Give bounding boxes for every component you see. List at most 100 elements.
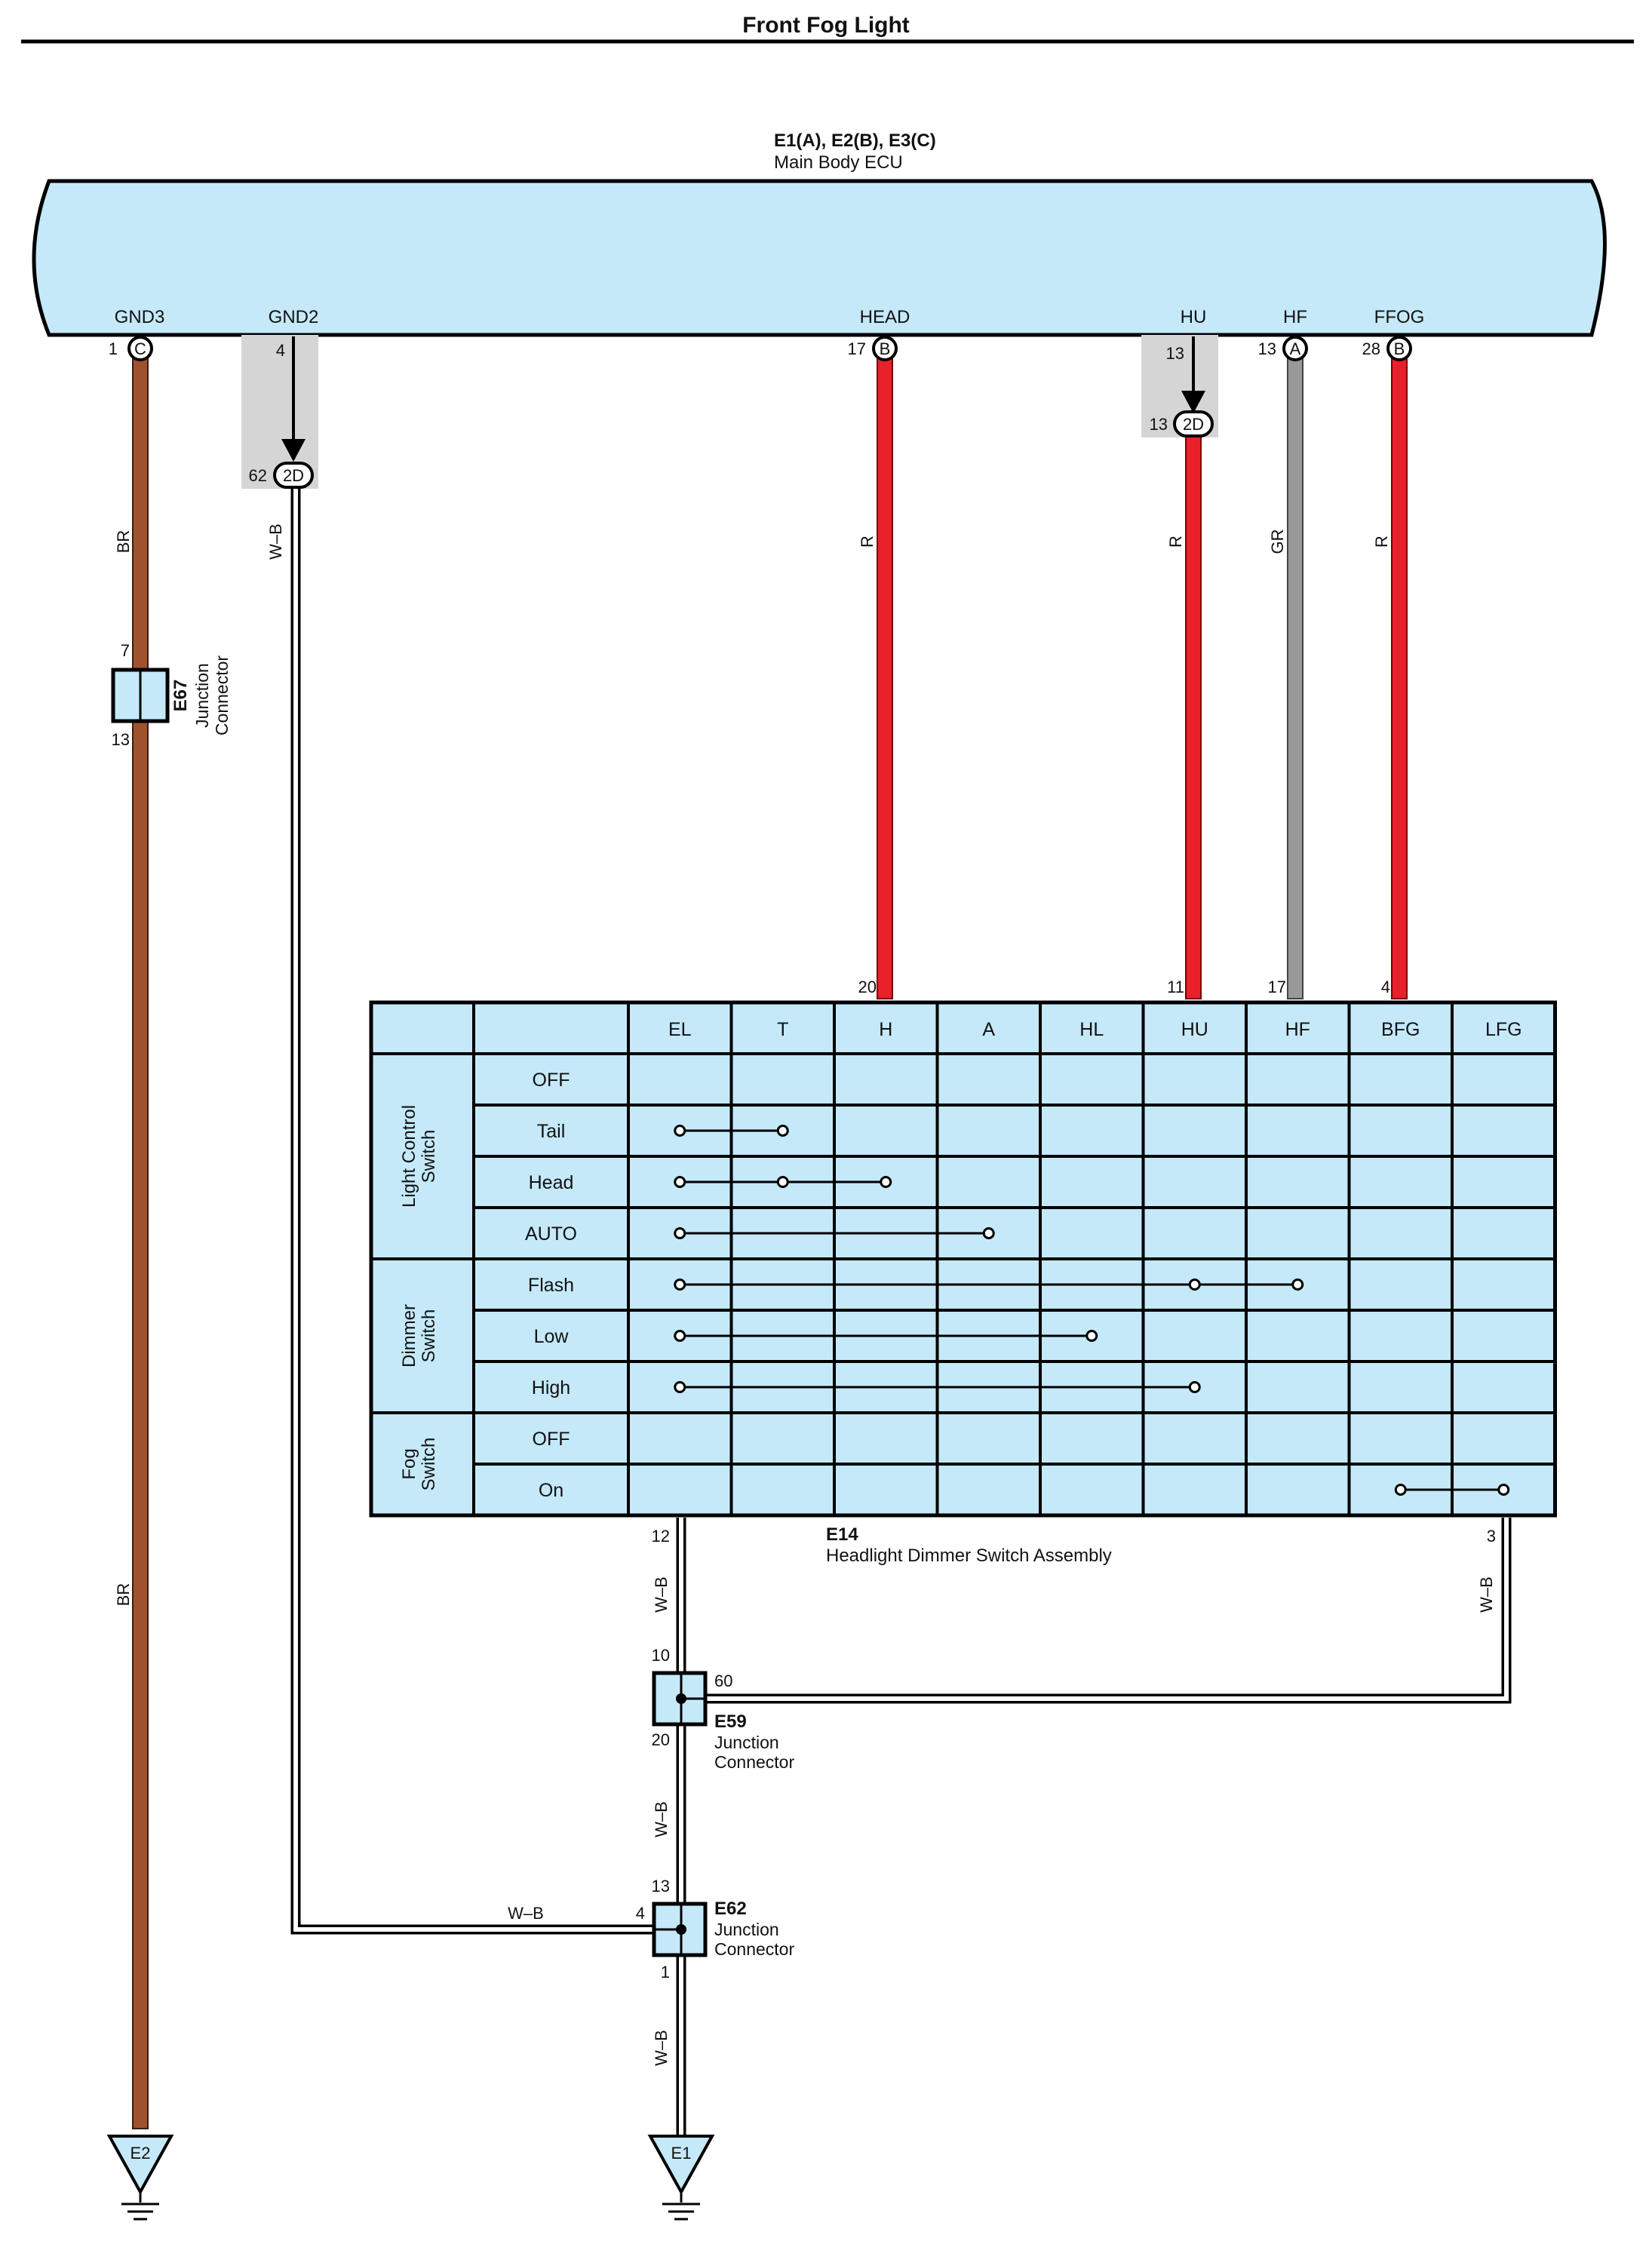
switch-contact-on-bfg: [1394, 1484, 1407, 1496]
row-label-high: High: [532, 1377, 570, 1398]
e59-pin-10: 10: [652, 1646, 670, 1665]
switch-contact-flash-hu: [1188, 1279, 1201, 1291]
column-header-t: T: [777, 1019, 788, 1040]
wire-label-wb-12: W–B: [652, 1576, 671, 1613]
pin-connector: A: [1290, 339, 1301, 358]
e14-pin-hf: 17: [1268, 978, 1286, 996]
switch-table-border: [369, 1000, 1557, 1518]
page-title: Front Fog Light: [742, 13, 910, 38]
pin-connector: B: [1394, 339, 1405, 358]
wire-label-r-ffog: R: [1372, 536, 1391, 548]
row-label-on: On: [539, 1480, 563, 1501]
splice-code: 2D: [1183, 415, 1204, 434]
pin-number: 28: [1362, 339, 1380, 358]
column-header-hl: HL: [1079, 1019, 1104, 1040]
e67-name-line1: Junction: [192, 663, 212, 728]
switch-contact-low-el: [674, 1330, 686, 1342]
group-label-1-line1: Dimmer: [399, 1304, 419, 1368]
splice-code: 2D: [283, 466, 304, 485]
main-body-ecu: [32, 179, 1607, 337]
wire-label-wb-3: W–B: [1477, 1576, 1496, 1613]
splice-number: 13: [1150, 415, 1168, 434]
switch-contact-low-hl: [1085, 1330, 1098, 1342]
column-header-lfg: LFG: [1485, 1019, 1522, 1040]
pin-circle: [872, 336, 898, 361]
wire-label-wb-e62-out: W–B: [652, 2030, 671, 2066]
e59-junction-connector: 10 60 20 E59 Junction Connector: [652, 1646, 795, 1772]
pin-number-gnd2: 4: [276, 341, 285, 360]
pin-number-hu: 13: [1166, 344, 1184, 363]
switch-contact-flash-hf: [1291, 1279, 1304, 1291]
ground-id: E2: [131, 2144, 151, 2163]
row-label-low: Low: [534, 1326, 570, 1347]
splice-oval: [273, 462, 314, 489]
splice-2d-gnd2: 2D 62: [249, 462, 314, 489]
terminal-hf: HF: [1283, 307, 1307, 327]
ecu-pin-hf: A 13: [1258, 336, 1308, 361]
arrow-hu: [1181, 391, 1205, 413]
e62-id: E62: [714, 1899, 747, 1919]
group-label-2-line2: Switch: [419, 1438, 439, 1491]
e14-pin-lfg: 3: [1487, 1527, 1496, 1546]
column-header-hf: HF: [1285, 1019, 1310, 1040]
ecu-pin-head: B 17: [848, 336, 898, 361]
wire-r-ffog: [1391, 355, 1408, 999]
ecu-pin-gnd3: C 1: [109, 336, 153, 361]
e62-name-line1: Junction: [714, 1920, 779, 1939]
wire-label-wb-e62-in: W–B: [508, 1904, 544, 1923]
ecu-id: E1(A), E2(B), E3(C): [774, 130, 936, 151]
switch-contact-head-t: [776, 1176, 789, 1188]
splice-number: 62: [249, 466, 267, 485]
wire-r-head: [877, 355, 893, 999]
row-label-head: Head: [529, 1172, 574, 1193]
switch-contact-auto-el: [674, 1227, 686, 1239]
e59-name-line1: Junction: [714, 1733, 779, 1752]
pin-circle: [1282, 336, 1308, 361]
switch-contact-on-lfg: [1497, 1484, 1510, 1496]
wire-label-br-upper: BR: [114, 530, 133, 554]
switch-contact-flash-el: [674, 1279, 686, 1291]
wire-label-br-lower: BR: [114, 1583, 133, 1607]
ecu-name: Main Body ECU: [774, 152, 903, 173]
switch-contact-auto-a: [982, 1227, 995, 1239]
ecu-pin-ffog: B 28: [1362, 336, 1412, 361]
e59-name-line2: Connector: [714, 1752, 794, 1772]
terminal-head: HEAD: [860, 307, 910, 327]
e59-id: E59: [714, 1711, 747, 1732]
pin-circle: [127, 336, 153, 361]
switch-contact-tail-t: [776, 1125, 789, 1137]
e62-pin-1: 1: [661, 1963, 670, 1982]
splice-oval: [1173, 410, 1214, 437]
terminal-gnd3: GND3: [115, 307, 165, 327]
row-label-off: OFF: [533, 1070, 570, 1091]
wire-label-wb-e59: W–B: [652, 1801, 671, 1837]
wire-label-r-hu: R: [1166, 536, 1185, 548]
pin-circle: [1386, 336, 1412, 361]
wire-wb-lfg: [681, 1518, 1509, 1701]
wire-gr-hf: [1287, 355, 1303, 999]
column-header-a: A: [982, 1019, 995, 1040]
column-header-hu: HU: [1181, 1019, 1208, 1040]
group-label-0-line2: Switch: [419, 1130, 439, 1183]
e14-id: E14: [826, 1524, 858, 1545]
e62-pin-13: 13: [652, 1877, 670, 1896]
switch-contact-head-el: [674, 1176, 686, 1188]
e67-pin-bottom: 13: [112, 730, 130, 749]
splice-2d-hu: 2D 13: [1150, 410, 1214, 437]
switch-contact-high-el: [674, 1381, 686, 1393]
column-header-bfg: BFG: [1381, 1019, 1420, 1040]
e67-pin-top: 7: [121, 641, 130, 660]
group-label-1-line2: Switch: [419, 1309, 439, 1363]
wire-wb-lfg-outline: [681, 1518, 1512, 1704]
switch-contact-tail-el: [674, 1125, 686, 1137]
arrow-gnd2: [281, 439, 306, 462]
column-header-h: H: [879, 1019, 892, 1040]
ground-triangle: [647, 2135, 715, 2196]
e14-pin-bfg: 4: [1381, 978, 1390, 996]
ground-id: E1: [671, 2144, 692, 2163]
row-label-auto: AUTO: [525, 1223, 577, 1245]
wire-r-hu: [1185, 434, 1202, 999]
